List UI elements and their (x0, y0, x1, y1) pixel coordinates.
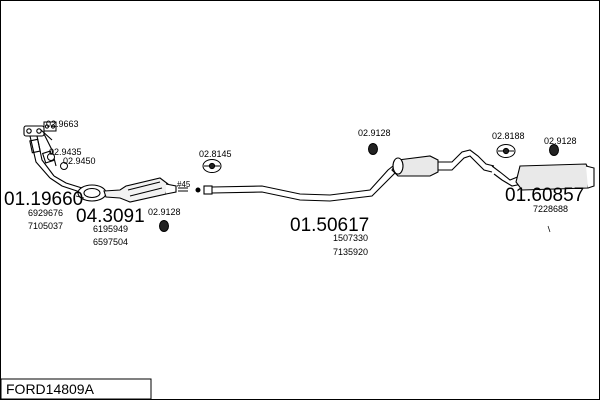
fitting-label-f3: 02.9450 (63, 156, 96, 166)
fitting-label-f9: #45 (177, 180, 191, 189)
nut-icon (60, 162, 68, 170)
diagram-title: FORD14809A (6, 381, 95, 397)
fitting-label-f5: 02.8145 (199, 149, 232, 159)
oem-number: 7228688 (533, 204, 568, 214)
rear-silencer-drawing (491, 163, 595, 191)
centre-silencer-drawing (203, 149, 495, 202)
connector-icon (195, 187, 201, 193)
fitting-label-f4: 02.9128 (148, 207, 181, 217)
rubber-mount-icon (549, 144, 559, 156)
part-number-centre-silencer: 01.50617 (290, 215, 369, 236)
oem-number: 7105037 (28, 221, 63, 231)
front-pipe-drawing (23, 125, 83, 193)
oem-number: 1507330 (333, 233, 368, 243)
fitting-label-f1: 02.9663 (46, 119, 79, 129)
fitting-label-f7: 02.8188 (492, 131, 525, 141)
fitting-label-f2: 02.9435 (49, 147, 82, 157)
title-box (0, 378, 152, 400)
link-pipe-drawing (178, 187, 188, 192)
nut-icon (47, 153, 55, 161)
oem-number: 6597504 (93, 237, 128, 247)
rubber-mount-icon (368, 143, 378, 155)
leader-lines (75, 195, 551, 233)
fitting-icons (43, 121, 559, 232)
oem-number: 7135920 (333, 247, 368, 257)
part-number-rear-silencer: 01.60857 (505, 185, 584, 206)
catalyst-drawing (77, 177, 177, 203)
fitting-label-f6: 02.9128 (358, 128, 391, 138)
oem-number: 6929676 (28, 208, 63, 218)
fitting-label-f8: 02.9128 (544, 136, 577, 146)
part-number-catalyst: 04.3091 (76, 206, 145, 227)
rubber-mount-icon (159, 220, 169, 232)
part-number-front-pipe: 01.19660 (4, 189, 83, 210)
oem-number: 6195949 (93, 224, 128, 234)
gasket-icon (43, 121, 57, 132)
